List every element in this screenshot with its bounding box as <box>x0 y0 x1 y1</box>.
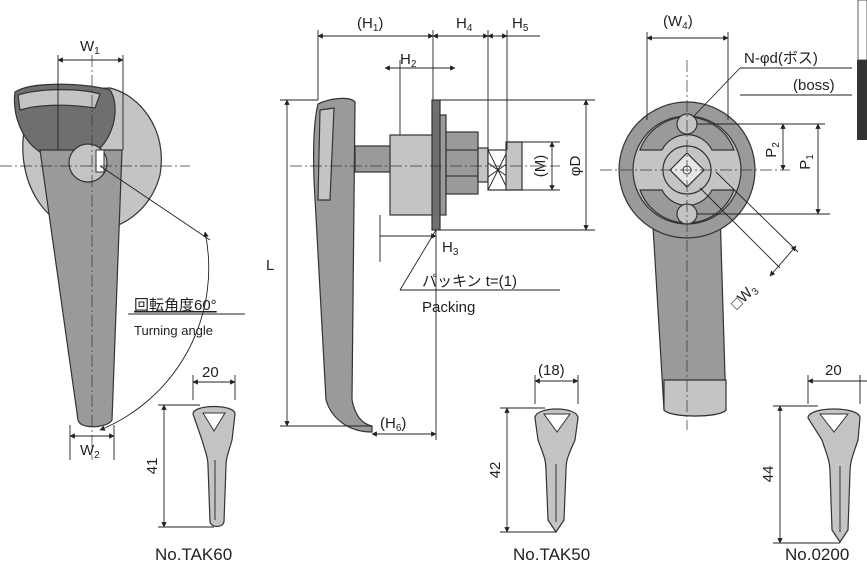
packing-jp: パッキン t=(1) <box>422 273 517 290</box>
key-0200: 20 44 No.0200 <box>760 362 867 564</box>
m-dim-label: (M) <box>532 155 549 178</box>
h1-open: ( <box>357 15 362 32</box>
side-view: (H1) H2 H4 H5 H3 L (H6) (M) <box>266 15 595 440</box>
h6-open: ( <box>380 415 385 432</box>
h1-sub: 1 <box>373 23 379 34</box>
h1-letter: H <box>362 15 373 32</box>
packing-en: Packing <box>422 299 475 316</box>
key-tak50-width: (18) <box>538 362 565 379</box>
l-dim-label: L <box>266 257 274 274</box>
h4-letter: H <box>456 15 467 32</box>
w4-open: ( <box>663 13 668 30</box>
svg-text:(W4): (W4) <box>663 13 693 32</box>
key-tak60-shape <box>192 405 236 528</box>
h3-letter: H <box>442 239 453 256</box>
front-lever <box>39 149 123 428</box>
h5-letter: H <box>512 15 523 32</box>
side-nut <box>445 131 479 195</box>
key-0200-length: 44 <box>760 466 777 483</box>
h4-sub: 4 <box>467 23 473 34</box>
key-tak60-length: 41 <box>144 458 161 475</box>
h2-letter: H <box>400 51 411 68</box>
page-edge-tab <box>857 60 867 140</box>
svg-text:W2: W2 <box>80 442 100 461</box>
key-tak60: 20 41 No.TAK60 <box>144 364 236 564</box>
turning-angle-jp: 回転角度60° <box>134 297 217 314</box>
svg-text:H5: H5 <box>512 15 529 34</box>
h5-sub: 5 <box>523 23 529 34</box>
p2-letter: P <box>763 148 780 158</box>
key-tak50-model: No.TAK50 <box>513 545 590 564</box>
svg-text:(H1): (H1) <box>357 15 383 34</box>
p1-sub: 1 <box>805 154 816 160</box>
w1-dim-sub: 1 <box>94 46 100 57</box>
w2-dim-sub: 2 <box>94 450 100 461</box>
key-tak50: (18) 42 No.TAK50 <box>487 362 590 564</box>
side-flange <box>431 99 441 231</box>
svg-text:□W3: □W3 <box>728 280 762 314</box>
key-tak50-length: 42 <box>487 462 504 479</box>
w4-close: ) <box>688 13 693 30</box>
svg-text:H3: H3 <box>442 239 459 258</box>
h6-sub: 6 <box>396 423 402 434</box>
p1-letter: P <box>797 160 814 170</box>
boss-en: (boss) <box>793 77 835 94</box>
key-0200-width: 20 <box>825 362 842 379</box>
key-0200-model: No.0200 <box>785 545 849 564</box>
p2-sub: 2 <box>771 142 782 148</box>
w1-dim-letter: W <box>80 38 95 55</box>
boss-jp: N-φd(ボス) <box>744 50 818 67</box>
svg-text:W1: W1 <box>80 38 100 57</box>
front-view: W1 W2 回転角度60° Turning angle <box>0 38 245 461</box>
svg-text:P2: P2 <box>763 142 782 158</box>
h3-sub: 3 <box>453 247 459 258</box>
w2-dim-letter: W <box>80 442 95 459</box>
svg-text:H2: H2 <box>400 51 417 70</box>
key-tak60-model: No.TAK60 <box>155 545 232 564</box>
svg-text:H4: H4 <box>456 15 473 34</box>
turning-angle-en: Turning angle <box>134 323 213 338</box>
svg-text:P1: P1 <box>797 154 816 170</box>
h6-close: ) <box>401 415 406 432</box>
svg-text:(H6): (H6) <box>380 415 406 434</box>
h6-letter: H <box>385 415 396 432</box>
key-tak50-shape <box>534 408 579 534</box>
key-0200-shape <box>807 408 861 544</box>
back-view: (W4) P2 P1 □W3 N-φd(ボス) (boss) <box>600 0 867 430</box>
turning-angle-arc <box>99 231 210 431</box>
d-dim-label: φD <box>567 156 584 177</box>
h2-sub: 2 <box>411 59 417 70</box>
h1-close: ) <box>378 15 383 32</box>
w4-letter: W <box>668 13 683 30</box>
key-tak60-width: 20 <box>202 364 219 381</box>
w4-sub: 4 <box>682 21 688 32</box>
